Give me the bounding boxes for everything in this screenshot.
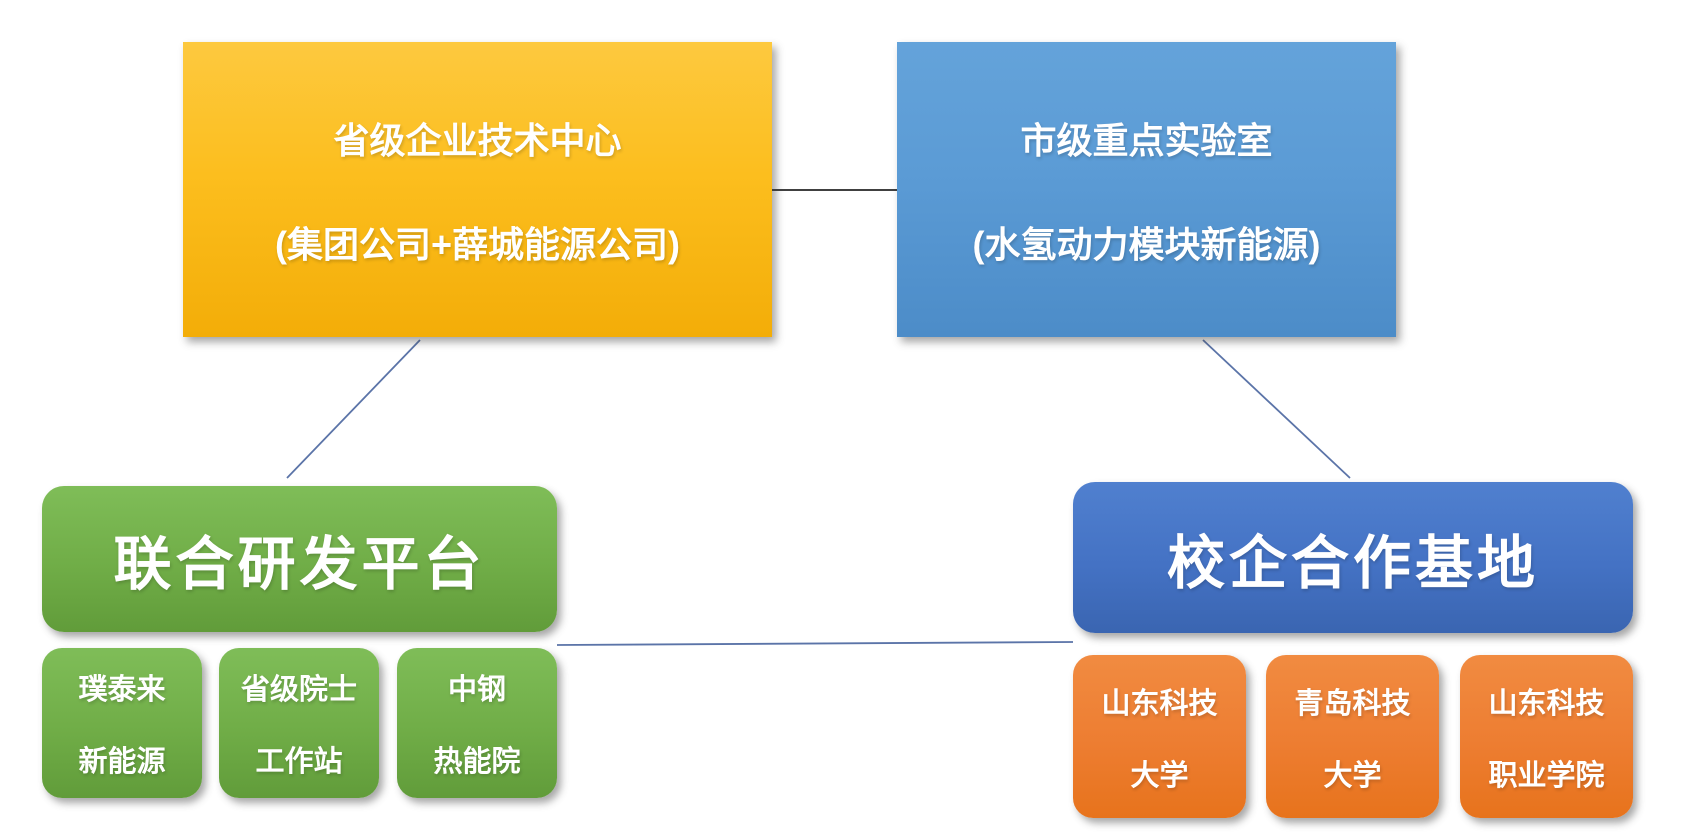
node-subtitle: (集团公司+薛城能源公司) — [274, 223, 680, 265]
node-rd-member-putailai: 璞泰来 新能源 — [42, 648, 202, 798]
node-subtitle: (水氢动力模块新能源) — [972, 223, 1321, 265]
node-university-shandong-ust: 山东科技 大学 — [1073, 655, 1246, 818]
node-municipal-key-lab: 市级重点实验室 (水氢动力模块新能源) — [897, 42, 1396, 337]
node-line1: 青岛科技 — [1294, 687, 1411, 720]
node-line2: 大学 — [1130, 759, 1189, 792]
node-line2: 大学 — [1323, 759, 1382, 792]
node-university-qingdao-ust: 青岛科技 大学 — [1266, 655, 1439, 818]
node-line2: 职业学院 — [1488, 759, 1605, 792]
node-school-enterprise-base: 校企合作基地 — [1073, 482, 1633, 633]
node-provincial-tech-center: 省级企业技术中心 (集团公司+薛城能源公司) — [183, 42, 772, 337]
node-rd-member-academician-workstation: 省级院士 工作站 — [219, 648, 379, 798]
node-line1: 山东科技 — [1488, 687, 1605, 720]
node-rd-member-sinosteel-thermal: 中钢 热能院 — [397, 648, 557, 798]
node-line1: 山东科技 — [1101, 687, 1218, 720]
connector-platform-to-base — [556, 641, 1074, 646]
node-line1: 璞泰来 — [78, 674, 166, 706]
node-title: 联合研发平台 — [113, 532, 486, 597]
node-joint-rd-platform: 联合研发平台 — [42, 486, 557, 632]
node-line1: 中钢 — [447, 674, 506, 706]
node-line2: 工作站 — [255, 746, 343, 778]
node-line2: 新能源 — [78, 746, 166, 778]
node-title: 校企合作基地 — [1166, 530, 1539, 596]
node-line1: 省级院士 — [240, 674, 357, 706]
node-title: 市级重点实验室 — [1020, 119, 1273, 161]
node-university-shandong-vocational: 山东科技 职业学院 — [1460, 655, 1633, 818]
connector-lab-to-base — [1202, 339, 1351, 479]
node-line2: 热能院 — [433, 746, 521, 778]
node-title: 省级企业技术中心 — [333, 119, 622, 161]
connector-center-to-platform — [286, 339, 421, 479]
